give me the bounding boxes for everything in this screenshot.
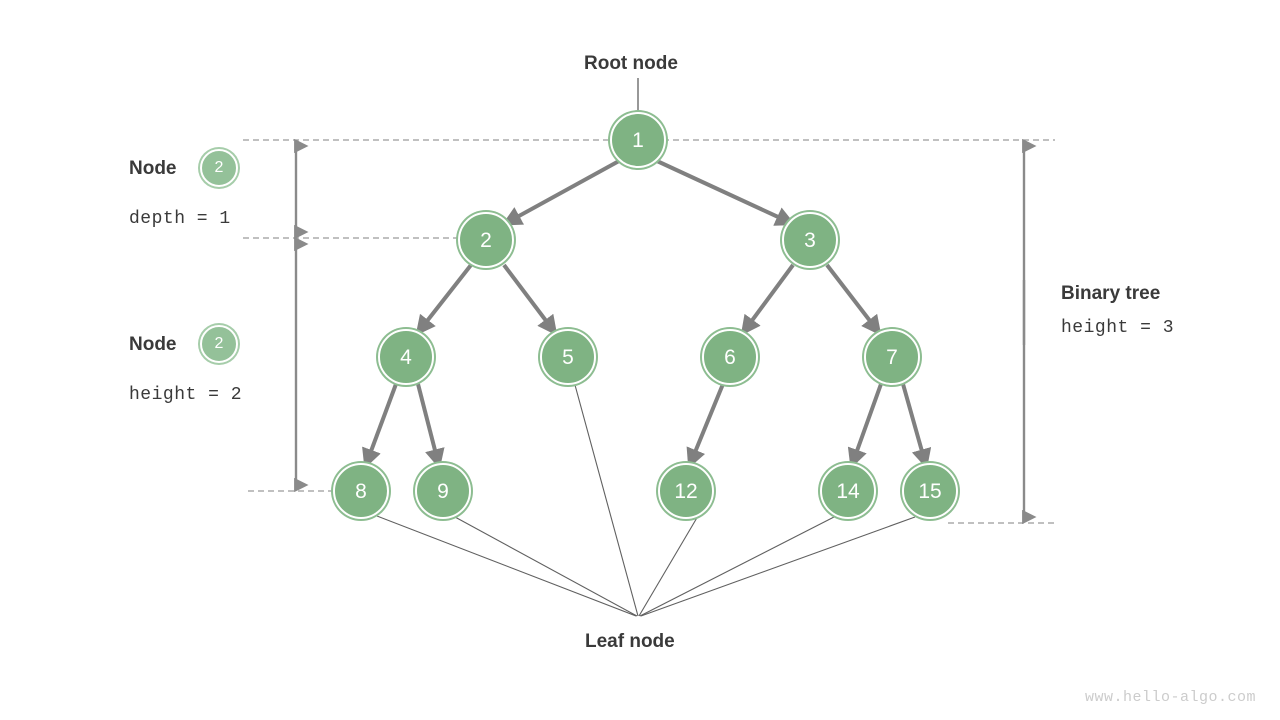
tree-node-7[interactable]: 7: [864, 329, 920, 385]
tree-node-9[interactable]: 9: [415, 463, 471, 519]
leaf-leader-8: [376, 515, 637, 617]
tree-node-12[interactable]: 12: [658, 463, 714, 519]
edge-3-6: [740, 263, 795, 336]
node-height-mini-node: 2: [200, 325, 238, 363]
node-height-title: Node: [129, 334, 177, 355]
leaf-leader-5: [574, 384, 639, 617]
tree-node-3[interactable]: 3: [782, 212, 838, 268]
leaf-node-label: Leaf node: [585, 631, 675, 652]
edge-1-3: [656, 159, 796, 226]
edge-4-9: [416, 383, 445, 469]
tree-node-14[interactable]: 14: [820, 463, 876, 519]
edge-1-2: [501, 159, 620, 226]
leaf-leader-9: [454, 516, 638, 617]
leaf-leader-14: [639, 516, 835, 617]
edge-4-8: [362, 383, 398, 469]
binary-tree-detail: height = 3: [1061, 318, 1175, 338]
leaf-node-leader-lines: [376, 384, 916, 617]
tree-node-15[interactable]: 15: [902, 463, 958, 519]
tree-node-8[interactable]: 8: [333, 463, 389, 519]
binary-tree-title: Binary tree: [1061, 283, 1161, 304]
tree-node-2[interactable]: 2: [458, 212, 514, 268]
node-depth-title: Node: [129, 158, 177, 179]
node-depth-mini-node: 2: [200, 149, 238, 187]
node-height-detail: height = 2: [129, 385, 243, 405]
leaf-leader-12: [638, 515, 699, 617]
edge-6-12: [686, 383, 725, 469]
edge-7-14: [847, 383, 883, 469]
edge-7-15: [901, 383, 932, 469]
edge-3-7: [825, 263, 882, 336]
tree-edges: [362, 159, 932, 469]
root-node-label: Root node: [584, 53, 678, 74]
edge-2-5: [502, 263, 558, 336]
watermark: www.hello-algo.com: [1084, 689, 1256, 706]
tree-node-4[interactable]: 4: [378, 329, 434, 385]
edge-2-4: [415, 263, 473, 336]
tree-node-5[interactable]: 5: [540, 329, 596, 385]
tree-node-1[interactable]: 1: [610, 112, 666, 168]
tree-node-6[interactable]: 6: [702, 329, 758, 385]
leaf-leader-15: [640, 516, 916, 617]
node-depth-detail: depth = 1: [129, 209, 231, 229]
